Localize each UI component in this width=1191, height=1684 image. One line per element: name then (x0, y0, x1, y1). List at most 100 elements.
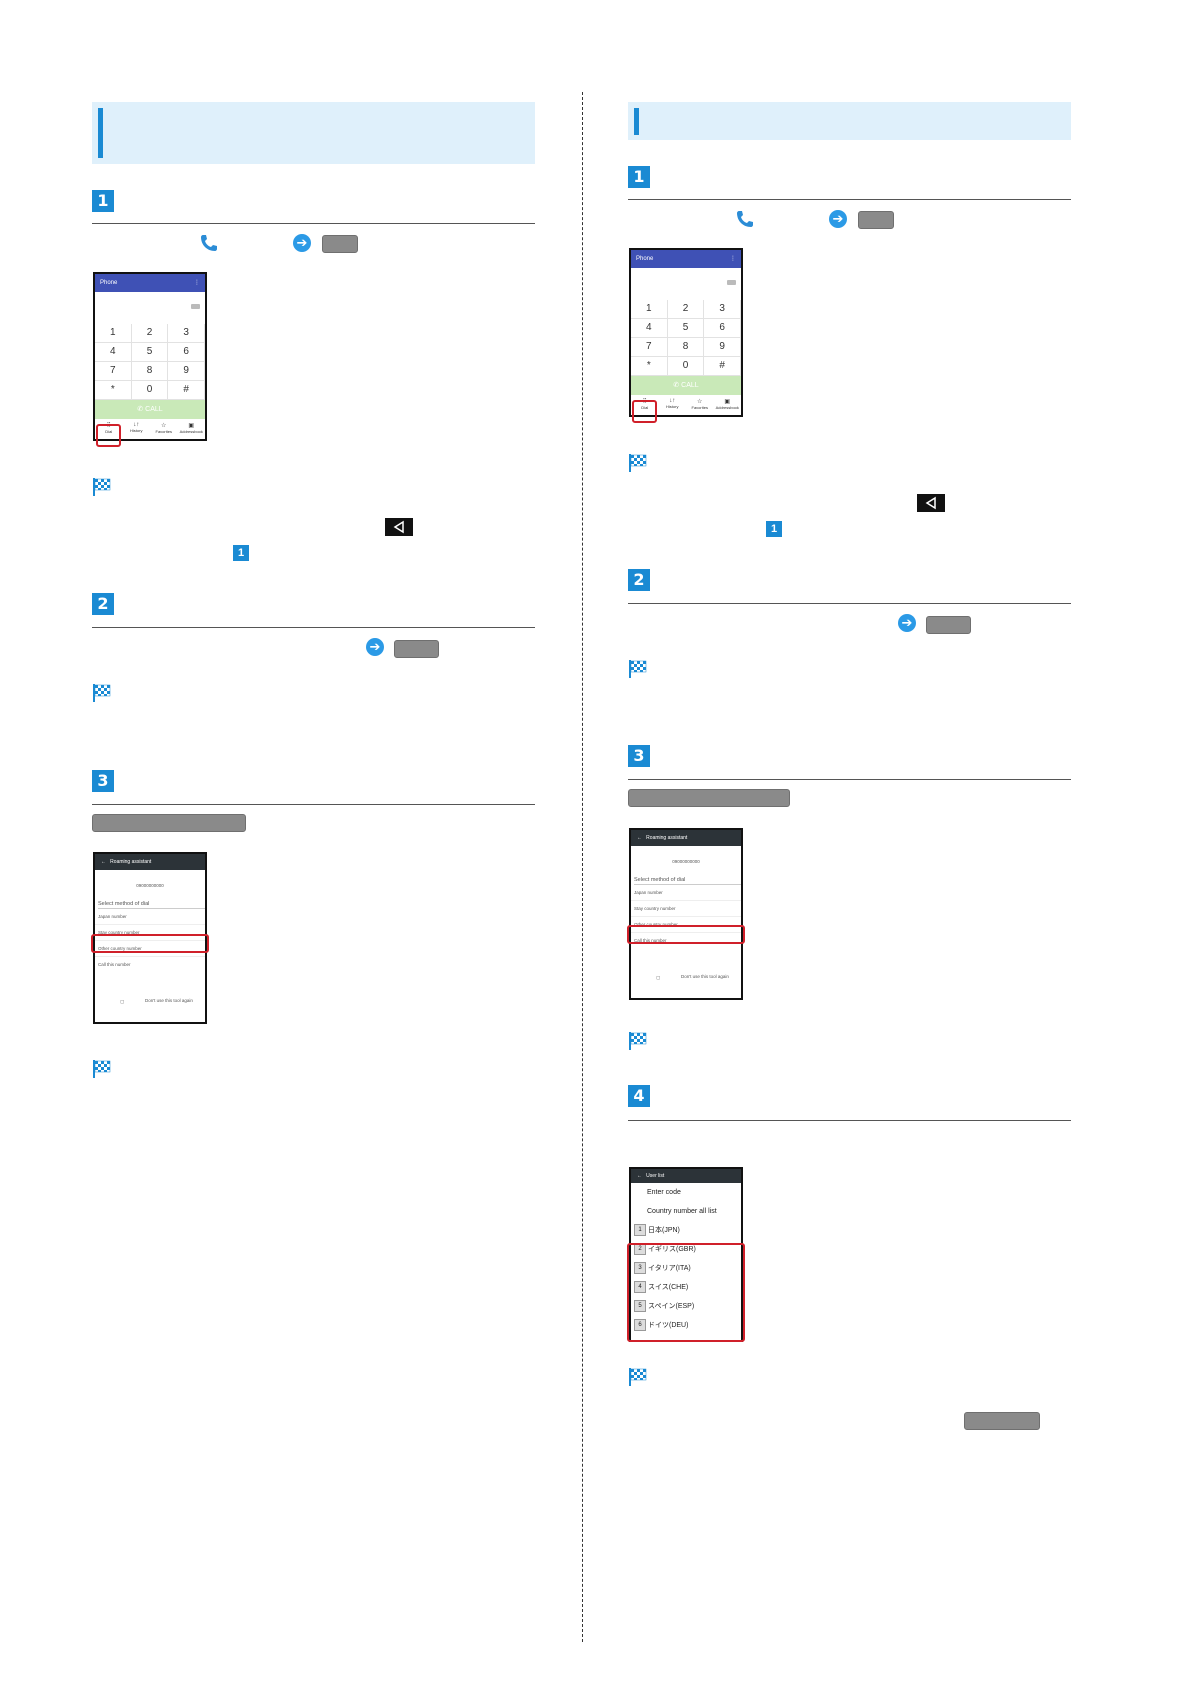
right-section-header (628, 102, 1071, 140)
dial-display (95, 292, 205, 324)
dial-display (631, 268, 741, 300)
call-button[interactable]: ✆ CALL (631, 376, 741, 395)
screen-title: User list (646, 1173, 665, 1179)
back-arrow-icon[interactable]: ← (637, 1173, 642, 1179)
key[interactable]: 4 (631, 319, 668, 338)
gray-button-2[interactable] (926, 616, 971, 634)
nav-history[interactable]: ↓↑History (123, 419, 151, 439)
country-all-list-item[interactable]: Country number all list (647, 1208, 717, 1215)
column-divider (582, 92, 583, 1642)
gray-button-1[interactable] (858, 211, 894, 229)
bottom-nav: ⠿Dial ↓↑History ☆Favorites ▣Addressbook (631, 395, 741, 415)
key[interactable]: 3 (168, 324, 205, 343)
dial-icon: ⠿ (106, 423, 111, 429)
option-japan-number[interactable]: Japan number (95, 909, 205, 925)
dialpad-screenshot-right: Phone⋮ 1 2 3 4 5 6 7 8 9 * 0 # ✆ CALL ⠿D… (629, 248, 743, 417)
nav-favorites[interactable]: ☆Favorites (686, 395, 714, 415)
call-button[interactable]: ✆ CALL (95, 400, 205, 419)
key[interactable]: 0 (667, 357, 705, 376)
nav-addressbook[interactable]: ▣Addressbook (714, 395, 742, 415)
arrow-right-icon: ➔ (366, 638, 384, 656)
key[interactable]: 9 (704, 338, 741, 357)
key[interactable]: 6 (168, 343, 205, 362)
checkered-flag-icon (93, 1060, 111, 1078)
phone-icon (737, 211, 753, 227)
gray-button-2[interactable] (394, 640, 439, 658)
back-arrow-icon[interactable]: ← (637, 835, 642, 841)
arrow-right-icon: ➔ (293, 234, 311, 252)
back-arrow-icon[interactable]: ← (101, 859, 106, 865)
key[interactable]: 5 (667, 319, 705, 338)
key[interactable]: 6 (704, 319, 741, 338)
checkered-flag-icon (93, 684, 111, 702)
enter-code-item[interactable]: Enter code (647, 1189, 681, 1196)
key[interactable]: * (631, 357, 668, 376)
app-title: Phone (100, 280, 118, 286)
step-1-badge: 1 (628, 166, 650, 188)
checkbox[interactable]: ▢ (120, 999, 125, 1004)
checkbox[interactable]: ▢ (656, 975, 661, 980)
option-call-number[interactable]: Call this number (634, 938, 667, 943)
key[interactable]: 2 (667, 300, 705, 319)
key[interactable]: 7 (95, 362, 132, 381)
number-badge: 1 (634, 1224, 646, 1237)
key[interactable]: # (168, 381, 205, 400)
country-name: スイス(CHE) (648, 1284, 689, 1291)
option-other-country[interactable]: Other country number (95, 941, 205, 957)
roaming-screenshot-right: ← Roaming assistant 09000000000 Select m… (629, 828, 743, 1000)
dialpad-screenshot-left: Phone⋮ 1 2 3 4 5 6 7 8 9 * 0 # ✆ CALL ⠿D… (93, 272, 207, 441)
gray-button-3[interactable] (628, 789, 790, 807)
step-4-rule (628, 1120, 1071, 1121)
nav-dial[interactable]: ⠿Dial (631, 395, 659, 415)
option-japan-number[interactable]: Japan number (631, 885, 741, 901)
country-name: 日本(JPN) (648, 1227, 680, 1234)
nav-favorites[interactable]: ☆Favorites (150, 419, 178, 439)
key[interactable]: 8 (131, 362, 169, 381)
key[interactable]: 2 (131, 324, 169, 343)
key[interactable]: 9 (168, 362, 205, 381)
history-icon: ↓↑ (669, 398, 676, 404)
key[interactable]: 1 (95, 324, 132, 343)
key[interactable]: 3 (704, 300, 741, 319)
nav-addressbook[interactable]: ▣Addressbook (178, 419, 206, 439)
dialed-number: 09000000000 (136, 883, 164, 888)
checkered-flag-icon (93, 478, 111, 496)
step-2-rule (92, 627, 535, 628)
key[interactable]: * (95, 381, 132, 400)
option-stay-country[interactable]: Stay country number (631, 901, 741, 917)
gray-button-3[interactable] (92, 814, 246, 832)
option-other-country[interactable]: Other country number (631, 917, 741, 933)
number-badge: 4 (634, 1281, 646, 1294)
section-header: Select method of dial (98, 901, 205, 909)
key[interactable]: # (704, 357, 741, 376)
option-stay-country[interactable]: Stay country number (95, 925, 205, 941)
key[interactable]: 8 (667, 338, 705, 357)
step-2-badge: 2 (92, 593, 114, 615)
highlight-country-list (627, 1243, 745, 1342)
gray-button-4[interactable] (964, 1412, 1040, 1430)
nav-label: Favorites (691, 405, 708, 410)
keypad: 1 2 3 4 5 6 7 8 9 * 0 # (95, 324, 205, 400)
key[interactable]: 5 (131, 343, 169, 362)
step-2-badge: 2 (628, 569, 650, 591)
highlight-stay-country (91, 934, 209, 953)
nav-label: Favorites (155, 429, 172, 434)
step-3-badge: 3 (628, 745, 650, 767)
key[interactable]: 1 (631, 300, 668, 319)
key[interactable]: 7 (631, 338, 668, 357)
key[interactable]: 0 (131, 381, 169, 400)
key[interactable]: 4 (95, 343, 132, 362)
number-badge: 6 (634, 1319, 646, 1332)
option-call-number[interactable]: Call this number (98, 962, 131, 967)
gray-button-1[interactable] (322, 235, 358, 253)
step-1-badge: 1 (92, 190, 114, 212)
step-3-rule (92, 804, 535, 805)
checkered-flag-icon (629, 1032, 647, 1050)
nav-dial[interactable]: ⠿Dial (95, 419, 123, 439)
nav-history[interactable]: ↓↑History (659, 395, 687, 415)
